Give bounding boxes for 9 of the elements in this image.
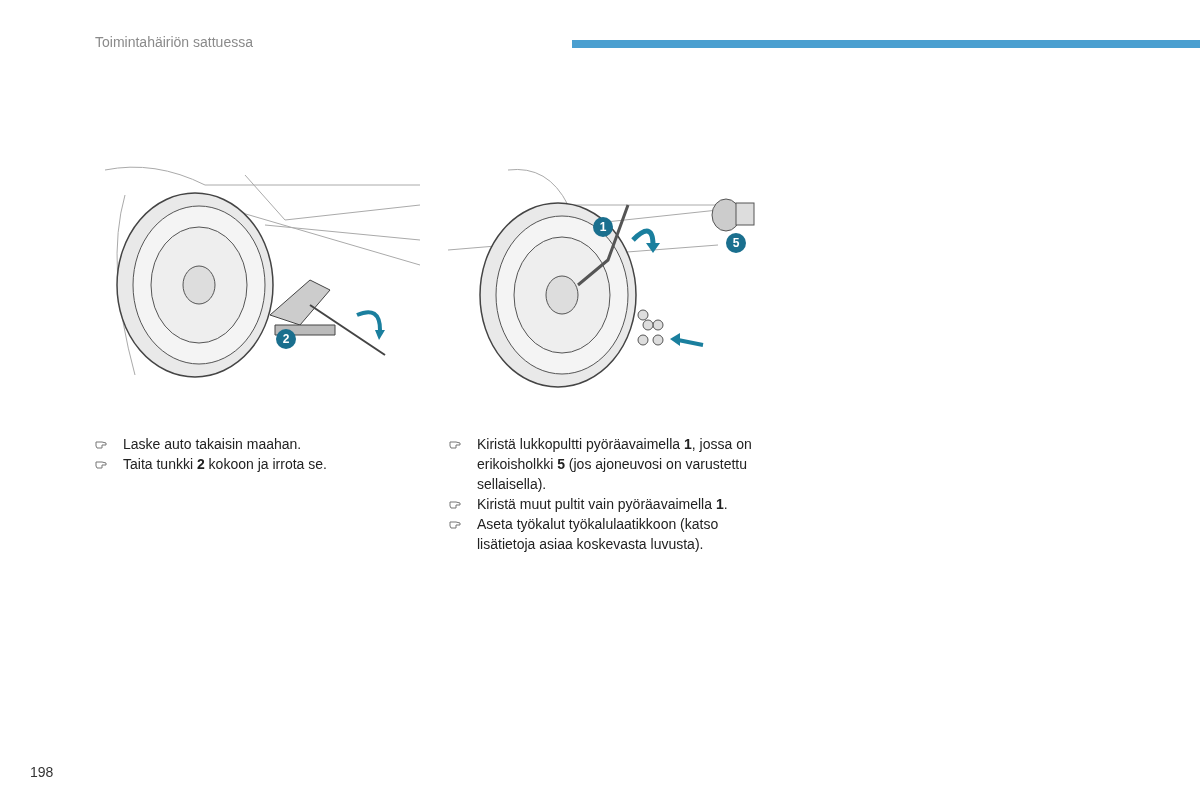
callout-number: 2 bbox=[276, 329, 296, 349]
bullet-text: Laske auto takaisin maahan. bbox=[123, 435, 303, 454]
bullet-text: Kiristä lukkopultti pyöräavaimella 1, jossa on erikoisholkki 5 (jos ajoneuvosi on varustettu sellaisella). bbox=[477, 435, 753, 494]
bullet-text: Taita tunkki 2 kokoon ja irrota se. bbox=[123, 455, 328, 474]
page-number: 198 bbox=[30, 764, 54, 780]
callout-number: 5 bbox=[726, 233, 746, 253]
bullet-text: Aseta työkalut työkalulaatikkoon (katso lisätietoja asiaa koskevasta luvusta). bbox=[477, 515, 720, 554]
bullet-text: Kiristä muut pultit vain pyöräavaimella 1. bbox=[477, 495, 729, 514]
header-title: Toimintahäiriön sattuessa bbox=[95, 34, 253, 50]
